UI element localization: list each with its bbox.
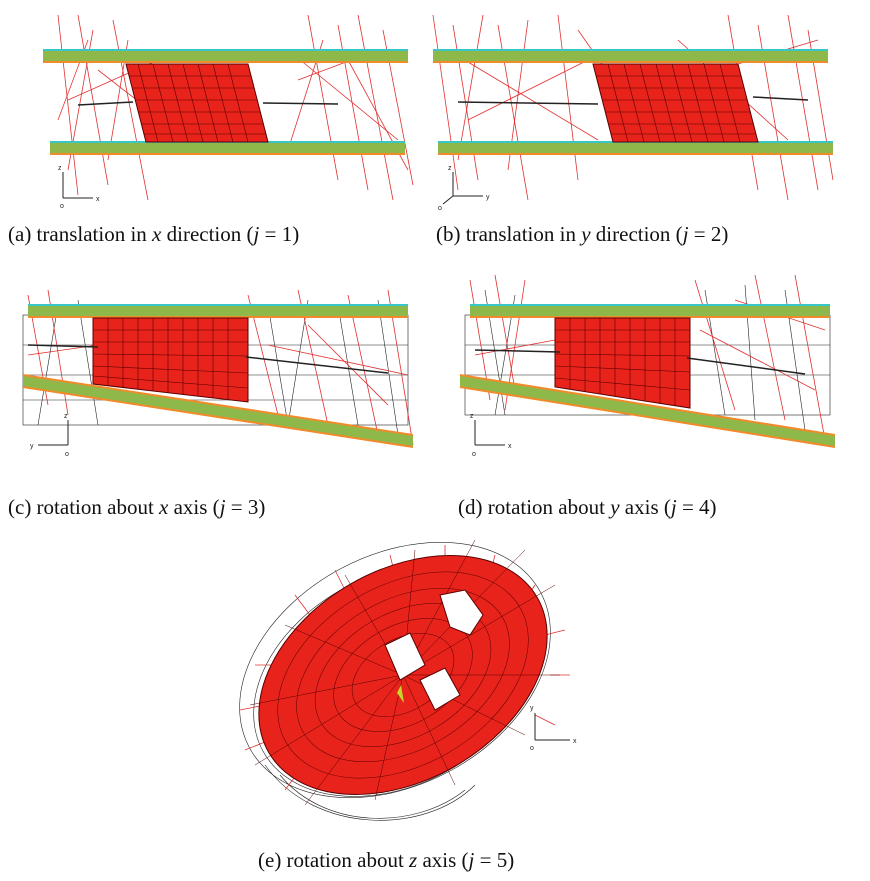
axis-label-d-1: o: [472, 451, 476, 458]
axes-triad-b: [442, 172, 483, 205]
axis-label-c-2: o: [65, 451, 69, 458]
caption-c-prefix: (c) rotation about: [8, 495, 160, 519]
caption-d: (d) rotation about y axis (j = 4): [458, 495, 717, 520]
caption-d-var: y: [610, 495, 620, 519]
caption-e: (e) rotation about z axis (j = 5): [258, 848, 514, 873]
caption-b-var: y: [581, 222, 591, 246]
axis-label-b-2: y: [486, 194, 490, 201]
axes-triad-c: [38, 420, 69, 446]
axis-label-d-2: x: [508, 443, 512, 450]
caption-c-mid: axis (: [168, 495, 220, 519]
hole-left: [384, 632, 426, 681]
caption-b-suffix: = 2): [688, 222, 729, 246]
top-plate-c: [28, 304, 408, 318]
axes-triad-a: [62, 172, 93, 199]
axis-label-c-0: z: [64, 413, 68, 420]
bottom-plate-b: [438, 141, 833, 155]
panel-c-figure: z y o: [18, 285, 428, 470]
caption-d-j: j: [670, 495, 677, 519]
axis-label-b-0: z: [448, 165, 452, 172]
panel-a-figure: z o x: [38, 10, 418, 210]
panel-d-figure: z o x: [455, 270, 840, 460]
top-plate-a: [43, 49, 408, 63]
caption-d-prefix: (d) rotation about: [458, 495, 611, 519]
mode-shape-d-svg: z o x: [459, 274, 836, 458]
axes-triad-e: [534, 713, 570, 741]
axis-label-c-1: y: [30, 443, 34, 450]
caption-d-suffix: = 4): [676, 495, 717, 519]
caption-c-j: j: [219, 495, 226, 519]
accent-marker: [397, 685, 404, 703]
caption-a-mid: direction (: [161, 222, 254, 246]
caption-b-mid: direction (: [590, 222, 683, 246]
axis-label-e-1: o: [530, 745, 534, 752]
axis-label-a-0: z: [58, 165, 62, 172]
caption-a-j: j: [253, 222, 260, 246]
caption-a-prefix: (a) translation in: [8, 222, 153, 246]
bottom-plate-c: [22, 374, 414, 448]
mesh-body-a: [77, 63, 339, 143]
axis-label-a-1: o: [60, 203, 64, 210]
panel-b-figure: z o y: [428, 10, 838, 210]
hole-top: [439, 589, 484, 636]
caption-b-prefix: (b) translation in: [436, 222, 582, 246]
caption-e-suffix: = 5): [474, 848, 515, 872]
caption-d-mid: axis (: [619, 495, 671, 519]
caption-a-suffix: = 1): [259, 222, 300, 246]
mesh-body-c: [27, 317, 389, 403]
top-plate-b: [433, 49, 828, 63]
bottom-plate-d: [459, 374, 836, 448]
axis-label-e-0: y: [530, 705, 534, 712]
mode-shape-e-svg: y o x: [239, 539, 577, 821]
mode-shape-c-svg: z y o: [22, 289, 414, 458]
caption-e-prefix: (e) rotation about: [258, 848, 410, 872]
axis-label-d-0: z: [470, 413, 474, 420]
caption-c: (c) rotation about x axis (j = 3): [8, 495, 265, 520]
caption-c-suffix: = 3): [225, 495, 266, 519]
caption-b: (b) translation in y direction (j = 2): [436, 222, 728, 247]
top-plate-d: [470, 304, 830, 318]
mode-shape-b-svg: z o y: [432, 14, 834, 210]
caption-c-var: x: [159, 495, 169, 519]
axis-label-e-2: x: [573, 738, 577, 745]
caption-a: (a) translation in x direction (j = 1): [8, 222, 299, 247]
panel-e-figure: y o x: [225, 535, 615, 835]
caption-e-j: j: [468, 848, 475, 872]
axes-triad-d: [474, 420, 505, 446]
mode-shape-a-svg: z o x: [43, 14, 414, 210]
mesh-body-e: [249, 539, 560, 806]
bottom-plate-a: [50, 141, 405, 155]
mesh-body-d: [474, 317, 806, 409]
axis-label-b-1: o: [438, 205, 442, 210]
axis-label-a-2: x: [96, 196, 100, 203]
mesh-body-b: [457, 63, 809, 143]
caption-a-var: x: [152, 222, 162, 246]
caption-b-j: j: [682, 222, 689, 246]
caption-e-var: z: [409, 848, 418, 872]
caption-e-mid: axis (: [417, 848, 469, 872]
hole-bottom: [419, 667, 461, 711]
